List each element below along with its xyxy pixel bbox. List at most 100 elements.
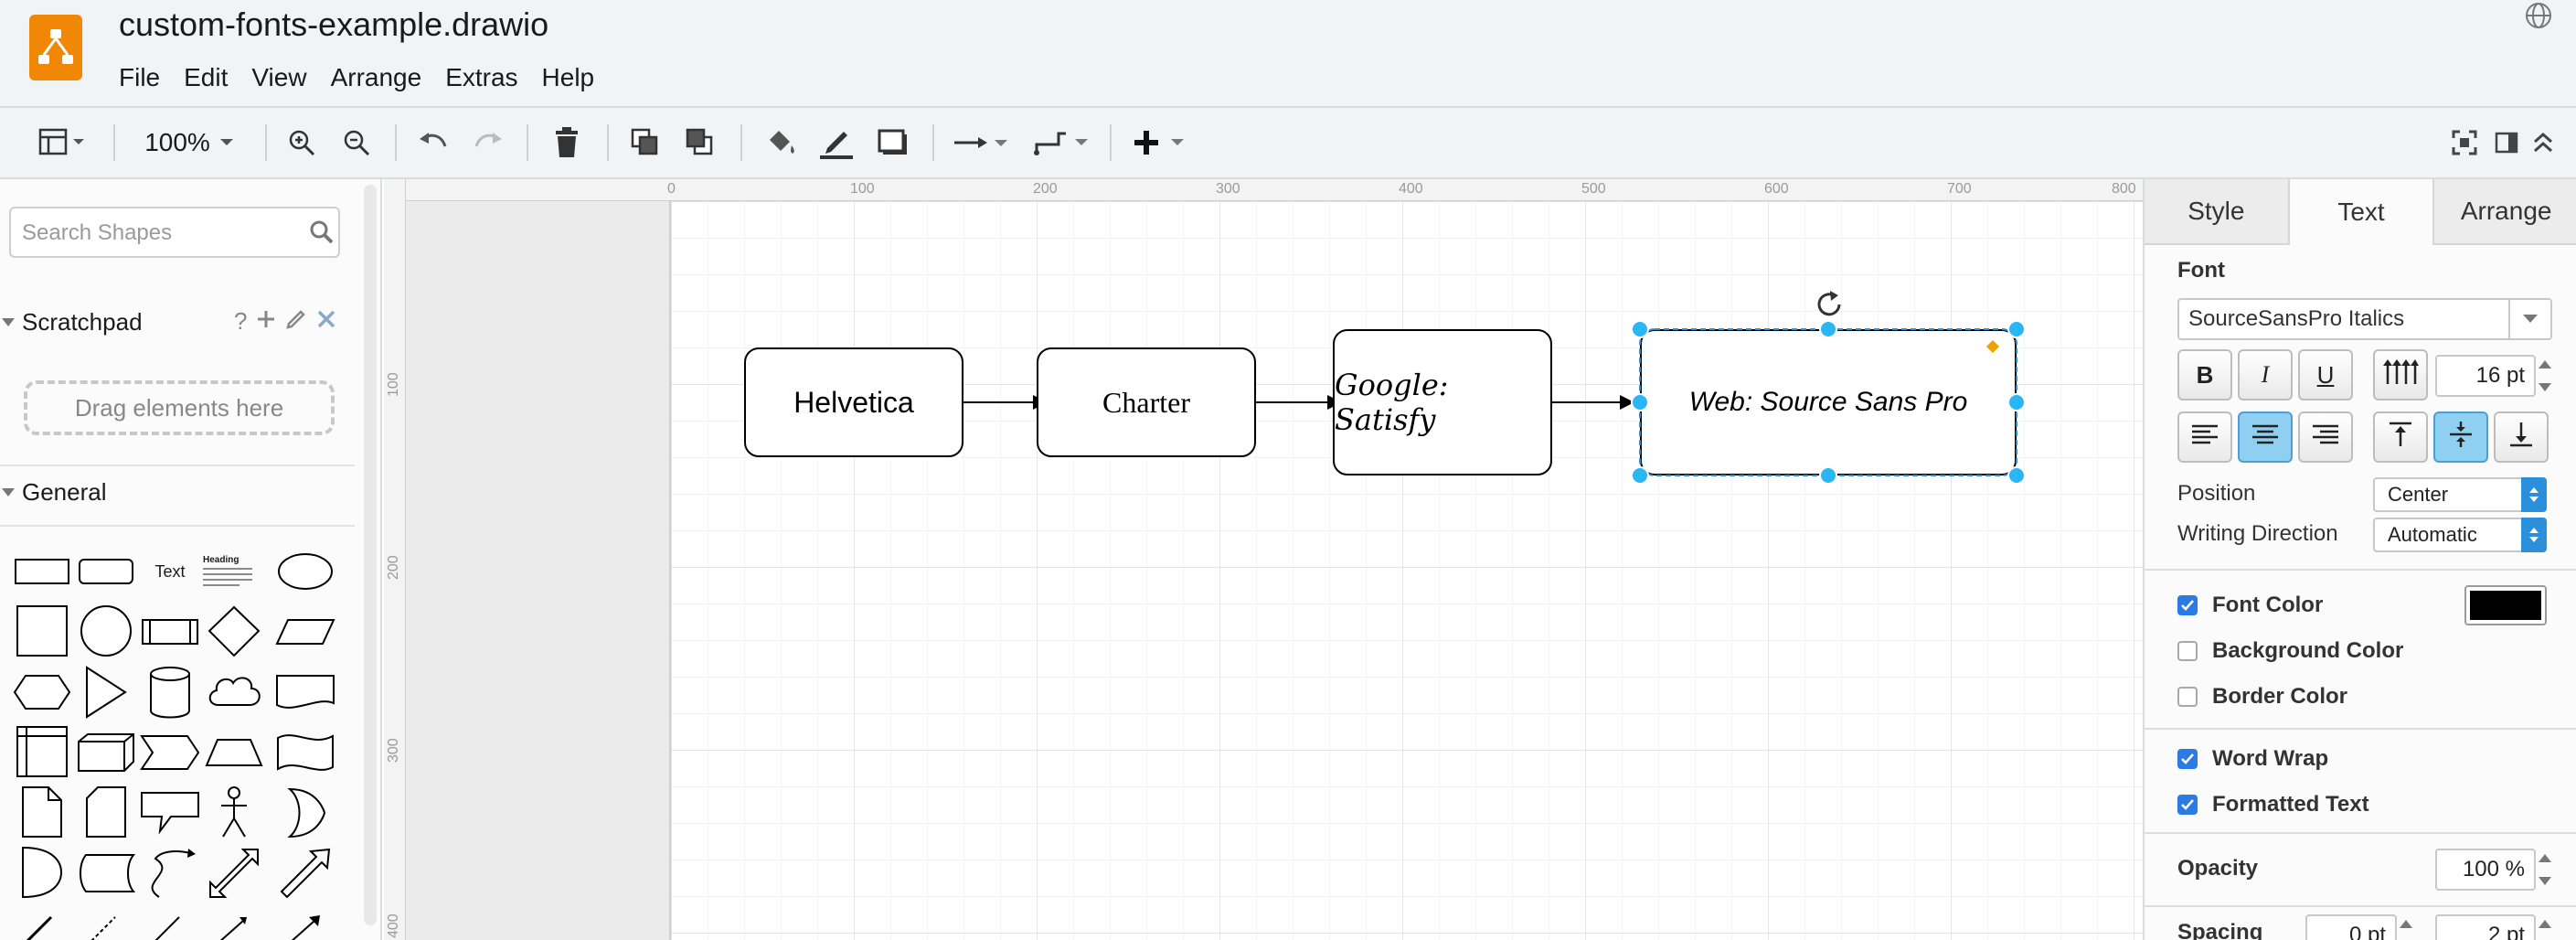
font-color-swatch[interactable] bbox=[2464, 585, 2547, 625]
shape-document[interactable] bbox=[274, 664, 336, 721]
fill-color-button[interactable] bbox=[759, 108, 804, 177]
node-charter[interactable]: Charter bbox=[1037, 347, 1256, 457]
edge-satisfy-sourcesans[interactable] bbox=[1550, 395, 1634, 410]
shape-line[interactable] bbox=[11, 905, 73, 940]
edge-charter-satisfy[interactable] bbox=[1256, 395, 1342, 410]
background-color-row[interactable]: Background Color bbox=[2177, 638, 2403, 664]
rotate-icon[interactable] bbox=[1814, 289, 1845, 325]
search-shapes-input[interactable] bbox=[22, 218, 296, 249]
position-select[interactable]: Center bbox=[2373, 477, 2547, 512]
scratchpad-header[interactable]: Scratchpad bbox=[0, 302, 143, 342]
to-front-button[interactable] bbox=[625, 108, 665, 177]
font-color-row[interactable]: Font Color bbox=[2177, 593, 2323, 618]
border-color-row[interactable]: Border Color bbox=[2177, 684, 2347, 710]
tab-arrange[interactable]: Arrange bbox=[2434, 179, 2576, 245]
shape-actor[interactable] bbox=[203, 785, 265, 841]
opacity-stepper[interactable] bbox=[2536, 849, 2556, 891]
node-source-sans-pro[interactable]: Web: Source Sans Pro bbox=[1640, 329, 2017, 475]
shape-ellipse[interactable] bbox=[274, 543, 336, 600]
shape-curve[interactable] bbox=[139, 845, 201, 902]
shape-arrow[interactable] bbox=[274, 845, 336, 902]
shape-textbox[interactable]: Heading bbox=[203, 543, 265, 600]
spacing-top-input[interactable]: 0 pt bbox=[2305, 914, 2397, 940]
align-center-button[interactable] bbox=[2238, 411, 2293, 463]
border-color-checkbox[interactable] bbox=[2177, 687, 2198, 707]
file-title[interactable]: custom-fonts-example.drawio bbox=[119, 5, 549, 43]
menu-arrange[interactable]: Arrange bbox=[330, 63, 422, 91]
shape-tape[interactable] bbox=[274, 724, 336, 781]
shape-trapezoid[interactable] bbox=[203, 724, 265, 781]
shape-rounded-rectangle[interactable] bbox=[75, 543, 137, 600]
insert-button[interactable] bbox=[1130, 108, 1196, 177]
shape-note[interactable] bbox=[11, 785, 73, 841]
shape-parallelogram[interactable] bbox=[274, 604, 336, 660]
node-helvetica[interactable]: Helvetica bbox=[744, 347, 963, 457]
align-middle-button[interactable] bbox=[2433, 411, 2488, 463]
shape-text[interactable]: Text bbox=[154, 561, 186, 581]
shape-rectangle[interactable] bbox=[11, 543, 73, 600]
tab-text[interactable]: Text bbox=[2287, 179, 2435, 245]
spacing-right-stepper[interactable] bbox=[2536, 914, 2556, 940]
search-icon[interactable] bbox=[309, 219, 335, 250]
shape-directional-connector[interactable] bbox=[274, 905, 336, 940]
toggle-panel-button[interactable] bbox=[2488, 108, 2525, 177]
shape-process[interactable] bbox=[139, 604, 201, 660]
shape-cloud[interactable] bbox=[203, 664, 265, 721]
shape-or[interactable] bbox=[274, 785, 336, 841]
align-top-button[interactable] bbox=[2373, 411, 2428, 463]
undo-button[interactable] bbox=[413, 108, 453, 177]
shape-data-storage[interactable] bbox=[75, 845, 137, 902]
format-panel-toggle-button[interactable] bbox=[27, 108, 97, 177]
zoom-in-button[interactable] bbox=[282, 108, 322, 177]
shape-delay[interactable] bbox=[11, 845, 73, 902]
shape-square[interactable] bbox=[11, 604, 73, 660]
underline-button[interactable]: U bbox=[2298, 349, 2353, 401]
diagram-page[interactable]: Helvetica Charter Google: Satisfy Web: S… bbox=[669, 201, 2143, 940]
add-icon[interactable] bbox=[256, 307, 276, 336]
node-satisfy[interactable]: Google: Satisfy bbox=[1333, 329, 1552, 475]
shape-bidirectional-arrow[interactable] bbox=[203, 845, 265, 902]
menu-file[interactable]: File bbox=[119, 63, 161, 91]
general-header[interactable]: General bbox=[0, 472, 107, 512]
font-family-select[interactable]: SourceSansPro Italics bbox=[2177, 298, 2552, 340]
shape-cube[interactable] bbox=[75, 724, 137, 781]
shape-internal-storage[interactable] bbox=[11, 724, 73, 781]
help-icon[interactable]: ? bbox=[234, 307, 248, 335]
align-bottom-button[interactable] bbox=[2494, 411, 2549, 463]
sidebar-scrollbar[interactable] bbox=[364, 185, 377, 925]
connection-style-button[interactable] bbox=[949, 108, 1013, 177]
word-wrap-row[interactable]: Word Wrap bbox=[2177, 746, 2328, 772]
scratchpad-drop-zone[interactable]: Drag elements here bbox=[24, 380, 335, 435]
italic-button[interactable]: I bbox=[2238, 349, 2293, 401]
shape-dashed-line[interactable] bbox=[75, 905, 137, 940]
collapse-button[interactable] bbox=[2525, 108, 2561, 177]
bold-button[interactable]: B bbox=[2177, 349, 2232, 401]
zoom-out-button[interactable] bbox=[336, 108, 377, 177]
edge-helvetica-charter[interactable] bbox=[963, 395, 1048, 410]
vertical-text-button[interactable] bbox=[2373, 349, 2428, 401]
delete-button[interactable] bbox=[547, 108, 587, 177]
shape-hexagon[interactable] bbox=[11, 664, 73, 721]
spacing-right-input[interactable]: 2 pt bbox=[2435, 914, 2536, 940]
shape-thin-line[interactable] bbox=[139, 905, 201, 940]
close-icon[interactable] bbox=[316, 307, 336, 336]
word-wrap-checkbox[interactable] bbox=[2177, 749, 2198, 769]
font-size-input[interactable]: 16 pt bbox=[2435, 355, 2536, 397]
fullscreen-button[interactable] bbox=[2446, 108, 2483, 177]
opacity-input[interactable]: 100 % bbox=[2435, 849, 2536, 891]
shape-callout[interactable] bbox=[139, 785, 201, 841]
shape-step[interactable] bbox=[139, 724, 201, 781]
shape-triangle[interactable] bbox=[75, 664, 137, 721]
menu-help[interactable]: Help bbox=[541, 63, 595, 91]
formatted-text-checkbox[interactable] bbox=[2177, 795, 2198, 815]
line-color-button[interactable] bbox=[814, 108, 859, 177]
globe-icon[interactable] bbox=[2523, 0, 2554, 36]
tab-style[interactable]: Style bbox=[2145, 179, 2288, 245]
formatted-text-row[interactable]: Formatted Text bbox=[2177, 792, 2369, 817]
background-color-checkbox[interactable] bbox=[2177, 641, 2198, 661]
menu-view[interactable]: View bbox=[251, 63, 307, 91]
shape-connector[interactable] bbox=[203, 905, 265, 940]
zoom-select[interactable]: 100% bbox=[135, 108, 243, 177]
shadow-button[interactable] bbox=[870, 108, 916, 177]
waypoints-button[interactable] bbox=[1029, 108, 1093, 177]
